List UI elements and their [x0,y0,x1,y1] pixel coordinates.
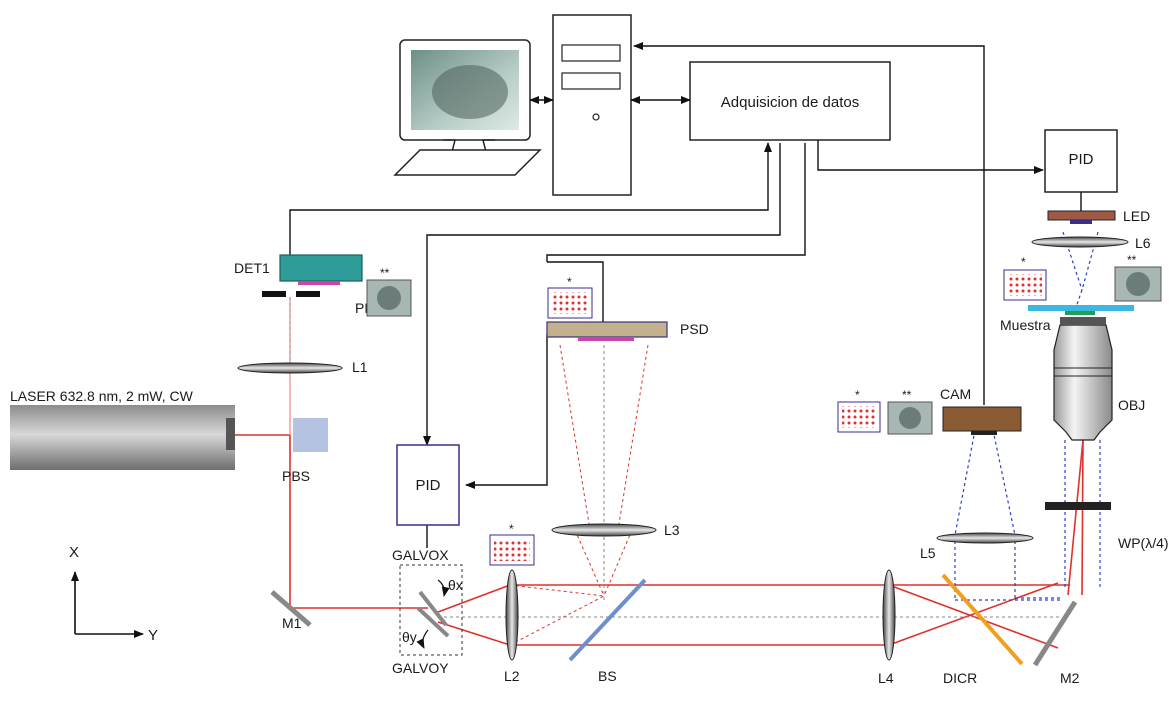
mirror-m2: M2 [1032,600,1080,686]
bs-label: BS [598,668,617,684]
computer-monitor-icon [399,39,531,157]
red-dashed-rays [509,344,649,646]
lens-l3: L3 [551,522,680,538]
lens-l5: L5 [920,532,1034,561]
cam-star2: ** [902,388,912,402]
pbs-label: PBS [282,468,310,484]
det1-label: DET1 [234,260,270,276]
l3-label: L3 [664,522,680,538]
mirror-m1: M1 [270,590,312,631]
obj-label: OBJ [1118,397,1145,413]
galvo-assembly: θx θy GALVOX GALVOY [392,547,463,676]
galvox-label: GALVOX [392,547,449,563]
lens-l6: L6 [1031,235,1151,251]
waveplate-wp: WP(λ/4) [1045,502,1169,551]
dichroic-dicr: DICR [941,573,1024,686]
signal-wiring [289,42,1044,548]
laser-label: LASER 632.8 nm, 2 mW, CW [10,388,194,404]
laser-source: LASER 632.8 nm, 2 mW, CW [10,388,235,470]
l2-thumbnail: * [489,522,535,566]
l2-label: L2 [504,668,520,684]
keyboard-icon [393,149,542,176]
sample-muestra: Muestra [1000,305,1134,333]
wp-label: WP(λ/4) [1118,535,1169,551]
cam-star1: * [855,388,860,402]
psd-thumbnail: * [547,275,593,319]
red-beam [235,297,1084,649]
lens-l2: L2 [504,569,520,684]
l4-label: L4 [878,670,894,686]
daq-label: Adquisicion de datos [721,94,859,111]
computer-tower-icon [552,14,632,196]
pid-right-label: PID [1068,151,1093,168]
pid-left-label: PID [415,477,440,494]
objective-obj: OBJ [1053,317,1145,441]
daq-box: Adquisicion de datos [689,61,891,141]
axis-indicator [71,571,144,638]
l5-label: L5 [920,545,936,561]
theta-y-label: θy [402,629,417,645]
det1-thumbnail: ** [366,266,412,317]
camera-cam: CAM [940,386,1022,435]
sample-star1: * [1021,255,1026,269]
dicr-label: DICR [943,670,977,686]
pbs-beamsplitter: PBS [282,418,328,484]
led-label: LED [1123,208,1150,224]
lens-l4: L4 [878,569,896,686]
psd-detector: PSD [546,321,709,341]
sample-star2: ** [1127,253,1137,267]
theta-x-label: θx [448,577,463,593]
cam-label: CAM [940,386,971,402]
m1-label: M1 [282,615,302,631]
pid-box-left: PID [396,444,460,526]
axis-y-label: Y [148,627,158,644]
det1-star: ** [380,266,390,280]
l6-label: L6 [1135,235,1151,251]
pinhole: PH [262,291,374,316]
led-source: LED [1047,192,1150,224]
sample-thumbnails: * ** [1003,253,1162,302]
l2-star: * [509,522,514,536]
gray-dashed-axis [289,297,1062,618]
psd-label: PSD [680,321,709,337]
axis-x-label: X [69,544,79,561]
pid-box-right: PID [1044,129,1118,193]
m2-label: M2 [1060,670,1080,686]
beamsplitter-bs: BS [568,578,647,684]
lens-l1: L1 [237,359,368,375]
det1-detector: DET1 [234,254,363,285]
psd-star: * [567,275,572,289]
cam-thumbnails: * ** [837,388,933,435]
galvoy-label: GALVOY [392,660,449,676]
l1-label: L1 [352,359,368,375]
muestra-label: Muestra [1000,317,1051,333]
